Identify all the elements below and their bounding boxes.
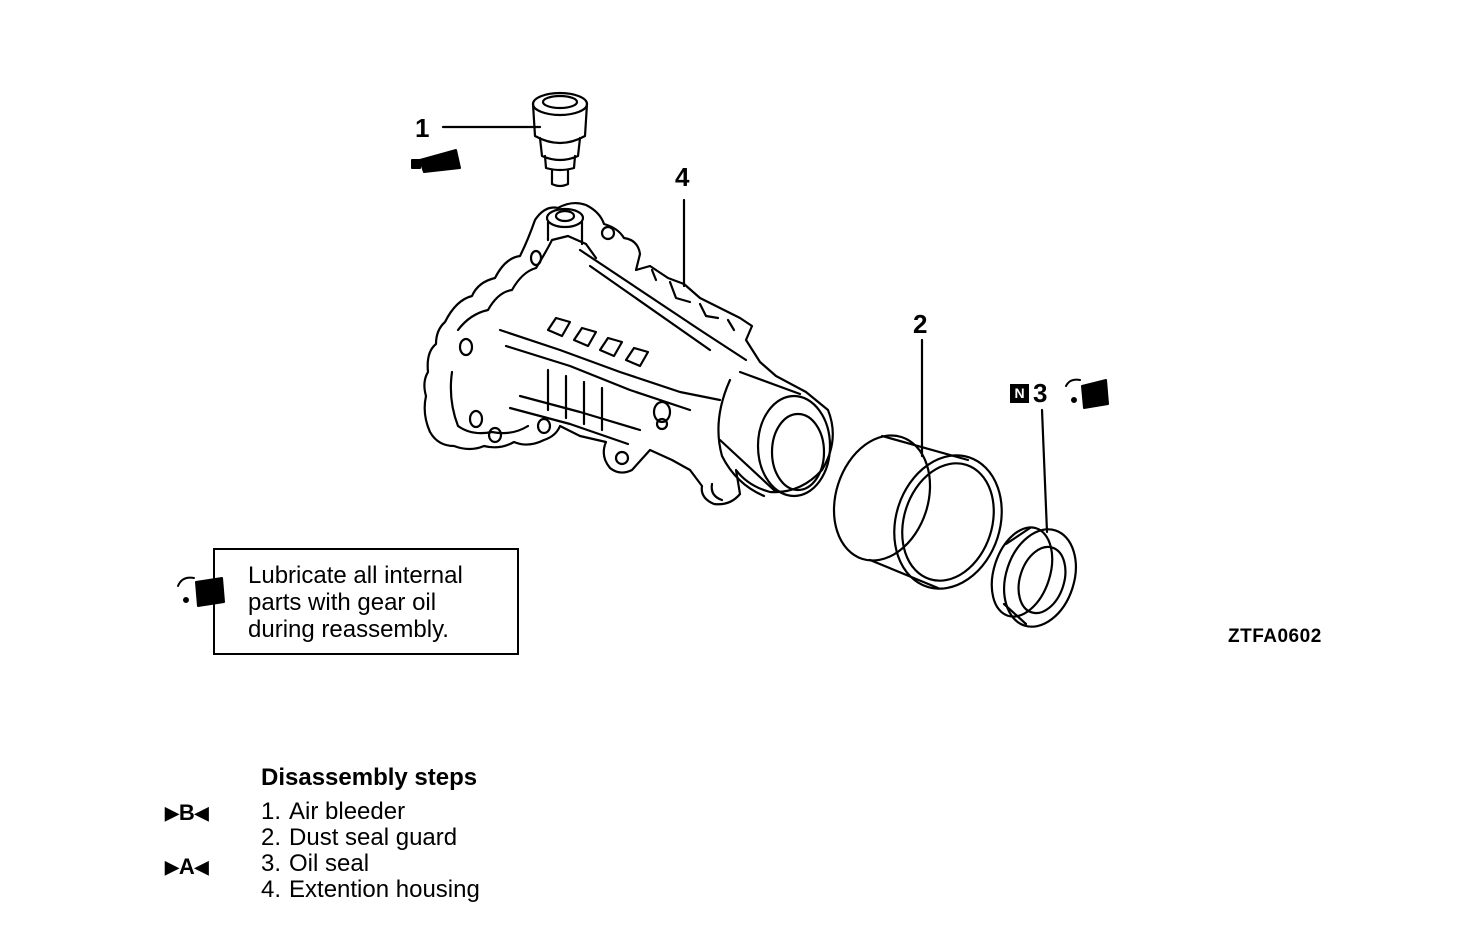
oil-seal-part xyxy=(990,526,1077,628)
sealant-tube-icon xyxy=(411,149,461,173)
step-item: 3. Oil seal xyxy=(261,851,480,877)
step-badge-b: ▶B◀ xyxy=(165,800,209,825)
oil-can-icon xyxy=(1065,378,1109,409)
figure-code: ZTFA0602 xyxy=(1228,626,1322,647)
step-number: 3. xyxy=(261,850,282,877)
callout-4: 4 xyxy=(675,162,690,192)
callout-3: 3 xyxy=(1033,378,1048,408)
step-number: 2. xyxy=(261,824,282,851)
note-line: parts with gear oil xyxy=(248,589,437,616)
lubrication-note-box xyxy=(213,548,519,655)
steps-title: Disassembly steps xyxy=(261,764,478,791)
steps-list: 1. Air bleeder 2. Dust seal guard 3. Oil… xyxy=(261,799,480,903)
step-item: 2. Dust seal guard xyxy=(261,825,480,851)
callout-1: 1 xyxy=(415,113,430,143)
step-number: 4. xyxy=(261,876,282,903)
step-number: 1. xyxy=(261,798,282,825)
step-label: Dust seal guard xyxy=(289,824,458,851)
air-bleeder-part xyxy=(531,91,589,188)
note-line: during reassembly. xyxy=(248,616,449,643)
step-label: Extention housing xyxy=(289,876,480,903)
extension-housing-part xyxy=(423,201,834,506)
step-item: 4. Extention housing xyxy=(261,877,480,903)
step-item: 1. Air bleeder xyxy=(261,799,480,825)
n-symbol-badge: N xyxy=(1010,383,1029,403)
step-label: Oil seal xyxy=(289,850,370,877)
callout-3-group: N 3 xyxy=(1010,380,1047,406)
step-badge-a: ▶A◀ xyxy=(165,854,209,879)
lubrication-note: Lubricate all internal parts with gear o… xyxy=(248,562,518,643)
dust-seal-guard-part xyxy=(832,434,1003,590)
leader-3 xyxy=(1040,408,1049,534)
callout-2: 2 xyxy=(913,309,928,339)
note-line: Lubricate all internal xyxy=(248,562,463,589)
step-label: Air bleeder xyxy=(289,798,406,825)
